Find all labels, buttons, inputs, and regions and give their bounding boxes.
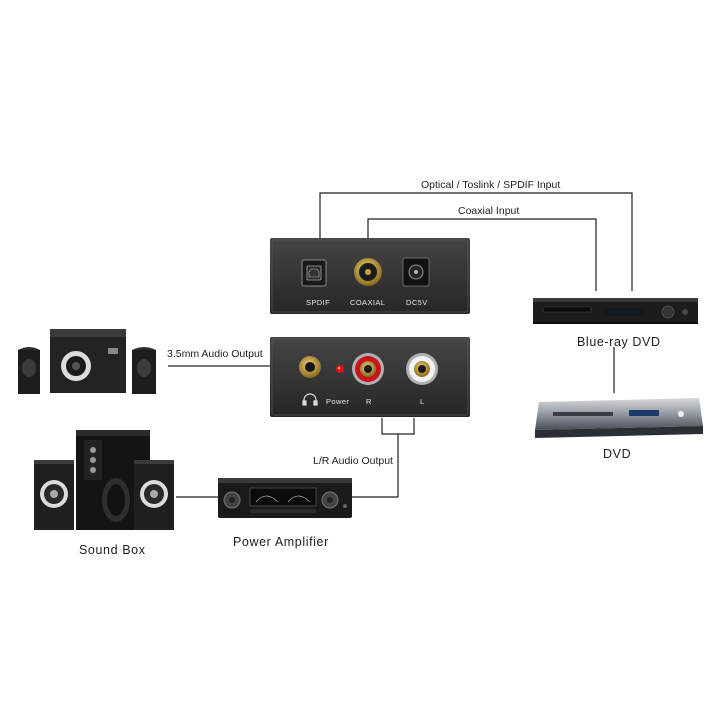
sound-box-label: Sound Box: [79, 543, 146, 557]
coaxial-port-icon: [354, 258, 382, 286]
dc5v-label: DC5V: [406, 298, 428, 307]
converter-input-panel: SPDIF COAXIAL DC5V: [270, 238, 470, 314]
dvd-player-image: [533, 396, 705, 438]
coaxial-input-line: [367, 218, 597, 291]
spdif-port-icon: [301, 259, 327, 287]
r-label: R: [366, 397, 372, 406]
lr-audio-output-label: L/R Audio Output: [313, 455, 393, 467]
optical-input-label: Optical / Toslink / SPDIF Input: [421, 179, 561, 191]
power-label: Power: [326, 397, 350, 406]
spdif-label: SPDIF: [306, 298, 331, 307]
sound-box-image: [34, 428, 176, 532]
rca-red-port-icon: [352, 353, 384, 385]
dvd-label: DVD: [603, 447, 632, 461]
headphone-jack-icon: [299, 356, 321, 378]
power-led-icon: [336, 365, 344, 373]
dc5v-port-icon: [402, 257, 430, 287]
headphone-icon: [302, 393, 318, 406]
coaxial-input-label: Coaxial Input: [458, 205, 520, 217]
lr-output-line: [381, 418, 415, 435]
computer-speakers-image: [14, 326, 164, 396]
power-amplifier-label: Power Amplifier: [233, 535, 329, 549]
lr-output-line-down: [352, 434, 399, 498]
coaxial-label: COAXIAL: [350, 298, 386, 307]
converter-output-panel: Power R L: [270, 337, 470, 417]
power-amplifier-image: [218, 476, 352, 520]
optical-input-line: [319, 192, 633, 291]
rca-white-port-icon: [406, 353, 438, 385]
bluray-dvd-label: Blue-ray DVD: [577, 335, 661, 349]
l-label: L: [420, 397, 425, 406]
bluray-player-image: [533, 296, 698, 326]
audio-35-output-label: 3.5mm Audio Output: [167, 348, 263, 360]
